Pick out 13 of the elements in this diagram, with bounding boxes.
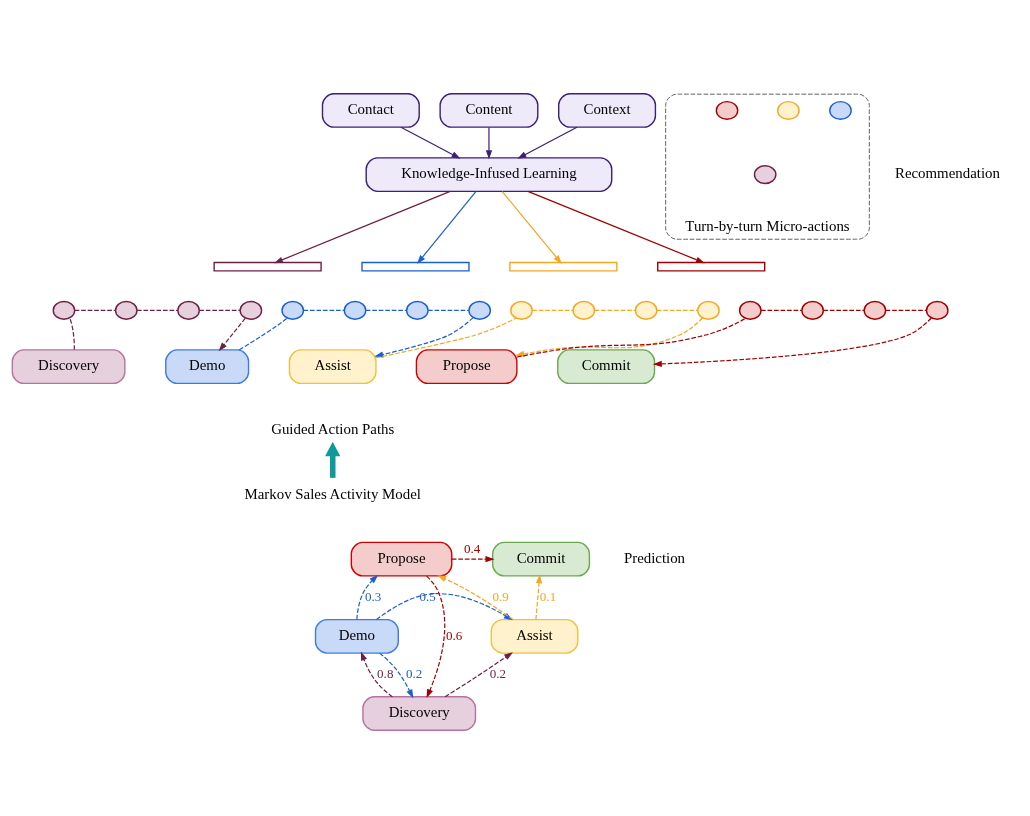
edge-label: 0.6 — [445, 627, 463, 643]
node-text: Markov Sales Activity Model — [244, 485, 421, 502]
label: Prediction — [623, 549, 686, 566]
edge-label: 0.9 — [492, 588, 509, 604]
edge-label: 0.2 — [405, 665, 423, 681]
edge-label: 0.4 — [464, 540, 481, 556]
edge-label: 0.1 — [539, 588, 557, 604]
edge-label: 0.2 — [489, 665, 506, 681]
node-text: Guided Action Paths — [271, 420, 395, 437]
edge-label: 0.3 — [365, 588, 382, 604]
edge-label: 0.8 — [377, 665, 394, 681]
label: Recommendation — [894, 164, 1000, 181]
edge-label: 0.5 — [419, 588, 436, 604]
